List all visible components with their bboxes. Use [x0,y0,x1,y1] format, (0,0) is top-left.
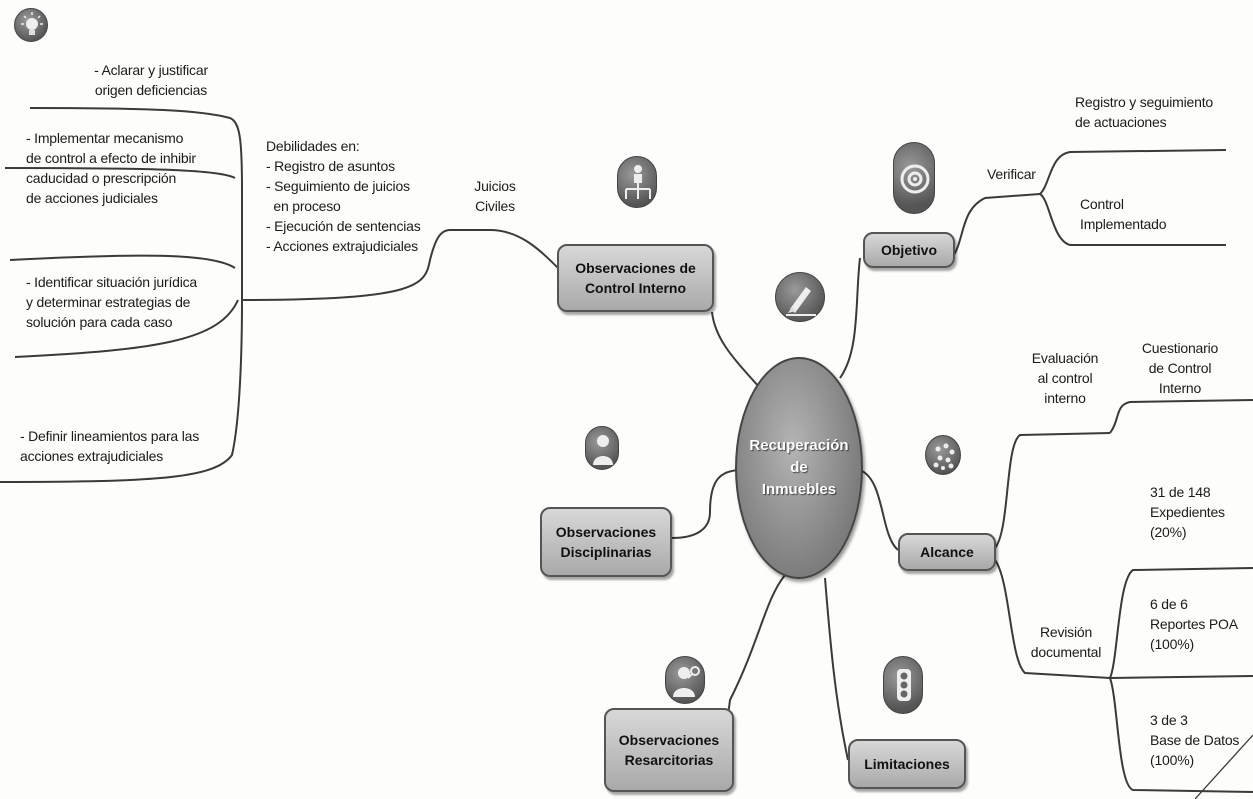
debilidades-text: Debilidades en: - Registro de asuntos - … [266,138,421,254]
verificar-label: Verificar [987,166,1036,182]
person-icon [585,426,619,470]
revision-label: Revisión documental [1030,624,1102,660]
control-interno-node: Observaciones de Control Interno [557,244,714,312]
recommendation-3: - Identificar situación jurídica y deter… [26,274,198,330]
objetivo-item-1: Registro y seguimiento de actuaciones [1075,94,1213,130]
dots-cluster-icon [925,435,961,475]
target-icon [893,142,935,214]
disciplinarias-node: Observaciones Disciplinarias [540,507,672,577]
revision-item-2: 6 de 6 Reportes POA (100%) [1150,596,1238,652]
resarcitorias-node: Observaciones Resarcitorias [604,708,734,792]
central-topic: Recuperación de Inmuebles [735,357,863,579]
alcance-node: Alcance [898,533,996,571]
traffic-light-icon [883,656,923,714]
pen-writing-icon [775,272,825,322]
org-chart-icon [617,156,657,208]
objetivo-node: Objetivo [863,232,955,268]
juicios-civiles-label: Juicios Civiles [474,178,516,214]
recommendation-4: - Definir lineamientos para las acciones… [20,428,199,464]
objetivo-item-2: Control Implementado [1080,196,1167,232]
person-magnifier-icon [665,656,705,704]
revision-item-1: 31 de 148 Expedientes (20%) [1150,484,1225,540]
cuestionario-label: Cuestionario de Control Interno [1141,340,1219,396]
recommendation-1: - Aclarar y justificar origen deficienci… [94,62,208,98]
recommendation-2: - Implementar mecanismo de control a efe… [26,130,196,206]
revision-item-3: 3 de 3 Base de Datos (100%) [1150,712,1240,768]
limitaciones-node: Limitaciones [848,739,966,789]
evaluacion-label: Evaluación al control interno [1031,350,1099,406]
lightbulb-icon [14,8,48,42]
